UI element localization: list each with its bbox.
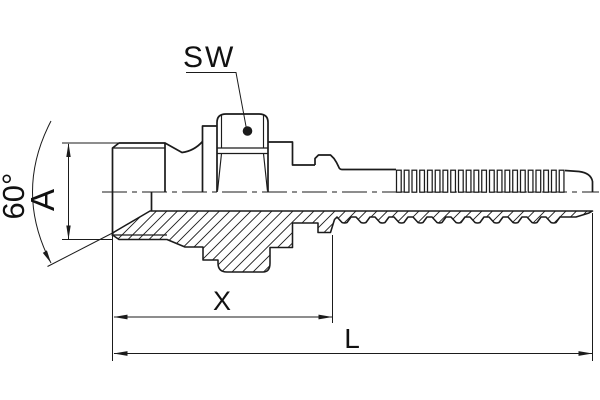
angle-arc [32, 120, 52, 264]
rib [457, 169, 464, 193]
label-thread-diameter: A [24, 189, 61, 211]
thread-undercut [164, 140, 204, 154]
rib [543, 169, 550, 193]
rib [481, 169, 488, 193]
section-view [111, 192, 594, 273]
rib [496, 169, 503, 193]
dimensions [32, 72, 593, 361]
thread-end-outline [111, 142, 166, 192]
hex-nut-outline [216, 113, 269, 192]
rib [442, 169, 449, 193]
l-arrow-left [113, 351, 128, 356]
rib [504, 169, 511, 193]
sw-leader-dot [242, 126, 253, 136]
rib [473, 169, 480, 193]
section-material [111, 210, 594, 273]
label-overall-length: L [344, 323, 360, 354]
x-arrow-right [318, 314, 333, 320]
rib [465, 169, 472, 193]
rib [426, 169, 433, 193]
rib [519, 169, 526, 193]
labels: SW A 60° X L [0, 41, 360, 354]
hose-tail-ribs [395, 169, 565, 193]
label-cone-angle: 60° [0, 173, 31, 220]
label-wrench-size: SW [183, 41, 235, 74]
body-step-outline [268, 141, 315, 166]
tail-tip-outline [564, 169, 594, 192]
outline-view [111, 113, 594, 193]
rib [419, 169, 426, 193]
rib [558, 169, 565, 193]
rib [550, 169, 557, 193]
l-arrow-right [578, 351, 593, 356]
stop-collar-outline [314, 154, 396, 171]
angle-arrow [42, 250, 51, 263]
rib [512, 169, 519, 193]
hex-nut-facets [217, 115, 268, 191]
collar-outline [201, 125, 217, 192]
rib [411, 169, 418, 193]
a-arrow-up [66, 143, 71, 157]
sw-leader-line [186, 72, 247, 130]
rib [488, 169, 495, 193]
rib [403, 169, 410, 193]
x-arrow-left [113, 314, 128, 320]
rib [395, 169, 402, 193]
rib [535, 169, 542, 193]
label-cutoff-length: X [213, 286, 231, 316]
cone-extension-line [47, 232, 113, 267]
rib [450, 169, 457, 193]
rib [527, 169, 534, 193]
a-arrow-down [66, 225, 71, 240]
a-extension-lines [62, 142, 120, 240]
rib [434, 169, 441, 193]
